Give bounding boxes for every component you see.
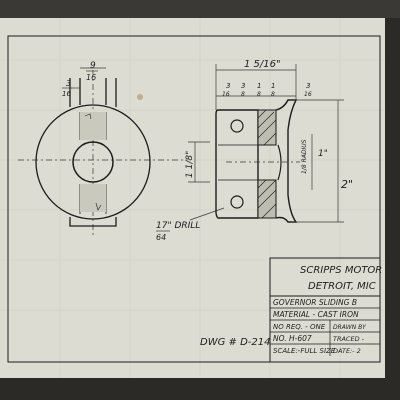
dim-slot-num: 3 [66,79,71,88]
dim-seg3-den: 8 [257,91,261,98]
title-no-req: NO REQ. - ONE [273,323,326,331]
title-scale: SCALE:-FULL SIZE [273,347,336,355]
end-view [18,67,185,238]
dark-edge-bottom [0,378,400,400]
dim-bore-diameter: 1 1/8" [185,151,195,178]
dim-seg5-den: 16 [304,91,312,98]
title-city: DETROIT, MIC [308,281,376,292]
dim-seg4-num: 1 [271,82,275,90]
bore-dim [188,141,210,183]
dim-seg1-den: 16 [222,91,230,98]
dim-seg1-num: 3 [226,82,230,90]
title-part-name: GOVERNOR SLIDING B [273,298,357,307]
side-dims [215,64,344,223]
dim-groove-diameter: 1" [318,149,328,159]
paper-stain [137,94,143,100]
dim-seg4-den: 8 [271,91,275,98]
side-view [215,99,300,223]
title-company: SCRIPPS MOTOR [300,265,382,276]
dim-top-width-den: 16 [86,73,96,82]
title-date: DATE:- 2 [333,347,361,355]
drill-callout-den: 64 [156,233,166,242]
drill-callout: 17" DRILL [156,221,200,231]
dim-seg3-num: 1 [257,82,261,90]
dark-edge-right [385,0,400,400]
dim-seg2-den: 8 [241,91,245,98]
dim-top-width-num: 9 [90,61,96,71]
title-drawn-by: DRAWN BY [333,324,367,331]
dim-overall-diameter: 2" [341,178,353,191]
title-block [269,257,381,363]
dim-seg5-num: 3 [306,82,310,90]
title-traced: TRACED - [333,335,365,343]
dim-groove-radius: 1/8 RADIUS [301,139,308,174]
dim-overall-length: 1 5/16" [244,59,281,70]
title-material: MATERIAL - CAST IRON [273,310,359,319]
dim-slot-den: 16 [62,90,71,98]
drawing-number: DWG # D-214 [200,337,270,348]
dim-seg2-num: 3 [241,82,245,90]
title-part-no: NO. H-607 [273,334,312,343]
paper [0,18,385,378]
dark-edge-top [0,0,400,18]
